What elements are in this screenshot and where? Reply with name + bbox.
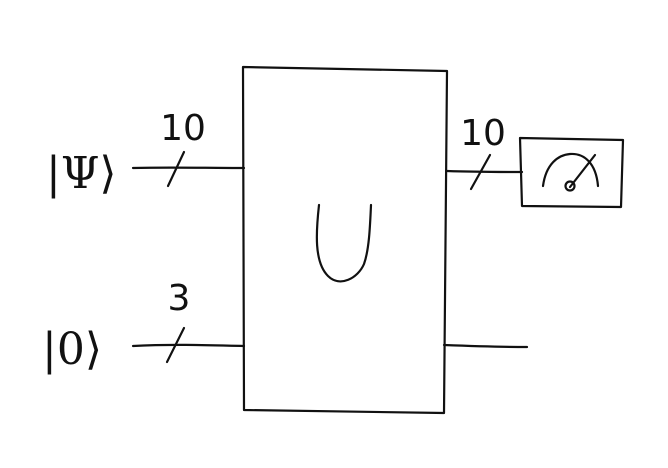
- bus-slash-ancilla: [165, 326, 186, 364]
- output-wire-bottom: [442, 343, 529, 349]
- ancilla-width-label: 3: [168, 278, 191, 319]
- bus-slash-output: [469, 153, 492, 191]
- meter-needle: [568, 153, 597, 189]
- output-wire-top: [445, 169, 524, 174]
- input-wire-ancilla: [131, 343, 246, 348]
- output-width-label: 10: [460, 113, 506, 154]
- meter-box: [518, 136, 625, 209]
- measurement-meter: [518, 136, 625, 209]
- unitary-gate-box: [241, 65, 449, 415]
- psi-ket-label: |Ψ⟩: [46, 148, 117, 199]
- ancilla-ket-label: |0⟩: [42, 324, 102, 375]
- unitary-glyph: [315, 203, 373, 283]
- psi-width-label: 10: [160, 108, 206, 149]
- bus-slash-psi: [166, 150, 186, 188]
- meter-pivot: [564, 180, 576, 192]
- unitary-gate-label: U: [342, 249, 344, 251]
- meter-arc: [541, 152, 600, 188]
